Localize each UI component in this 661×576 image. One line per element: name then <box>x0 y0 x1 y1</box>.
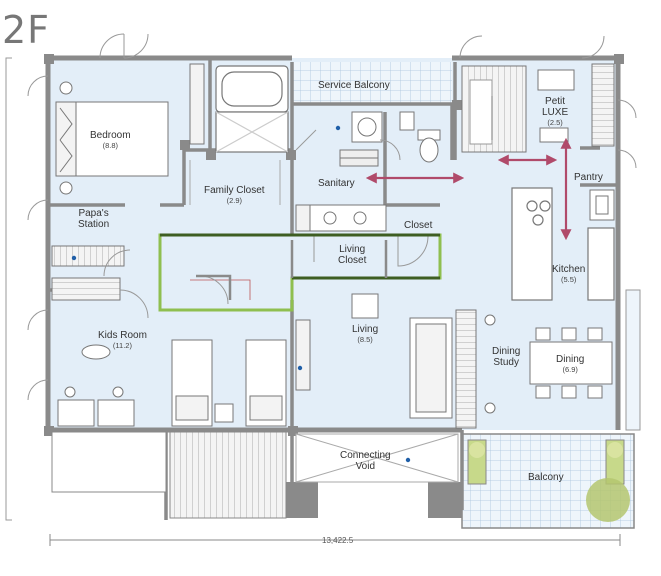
connecting-void <box>295 433 459 483</box>
bedroom-furniture <box>55 63 205 195</box>
flow-arrows <box>365 137 572 241</box>
light-markers <box>71 125 341 371</box>
lower-stairs <box>169 431 287 519</box>
petit-luxe-label: Petit LUXE (2.5) <box>542 96 569 127</box>
sanitary-label: Sanitary <box>318 178 355 189</box>
dining-study-label: Dining Study <box>492 346 521 368</box>
bathroom-fixtures <box>215 65 289 153</box>
void-light-marker <box>405 457 411 463</box>
kitchen-island <box>511 187 615 301</box>
papas-station-desk <box>51 245 125 301</box>
living-closet-label: Living Closet <box>338 244 367 266</box>
pantry-fixtures <box>589 189 615 221</box>
kids-room-label: Kids Room (11.2) <box>98 330 147 350</box>
balcony-plants <box>467 439 630 522</box>
kitchen-label: Kitchen (5.5) <box>552 264 586 284</box>
connecting-void-label: Connecting Void <box>340 450 391 472</box>
toilet <box>399 111 441 163</box>
pantry-label: Pantry <box>574 172 603 183</box>
overall-width-dimension: 13,422.5 <box>322 536 354 545</box>
family-closet-fixtures <box>189 160 281 205</box>
bedroom-label: Bedroom (8.8) <box>90 130 131 150</box>
balcony-label: Balcony <box>528 472 564 483</box>
family-closet-label: Family Closet (2.9) <box>204 185 265 205</box>
interior-walls <box>48 58 618 520</box>
kids-room-furniture <box>57 279 287 427</box>
dining-furniture <box>529 327 613 399</box>
dimension-line <box>49 534 621 546</box>
sanitary-fixtures <box>295 111 387 232</box>
staircase <box>461 65 527 153</box>
service-balcony-label: Service Balcony <box>318 80 390 91</box>
closet-label: Closet <box>404 220 433 231</box>
dining-label: Dining (6.9) <box>556 354 585 374</box>
service-balcony-area <box>292 62 452 104</box>
dining-study-fixtures <box>455 309 496 429</box>
papas-station-label: Papa's Station <box>78 208 110 230</box>
floor-label: 2F <box>2 8 51 52</box>
left-bracket <box>5 57 12 521</box>
living-furniture <box>295 293 453 419</box>
doors <box>27 33 637 401</box>
living-label: Living (8.5) <box>352 324 379 344</box>
